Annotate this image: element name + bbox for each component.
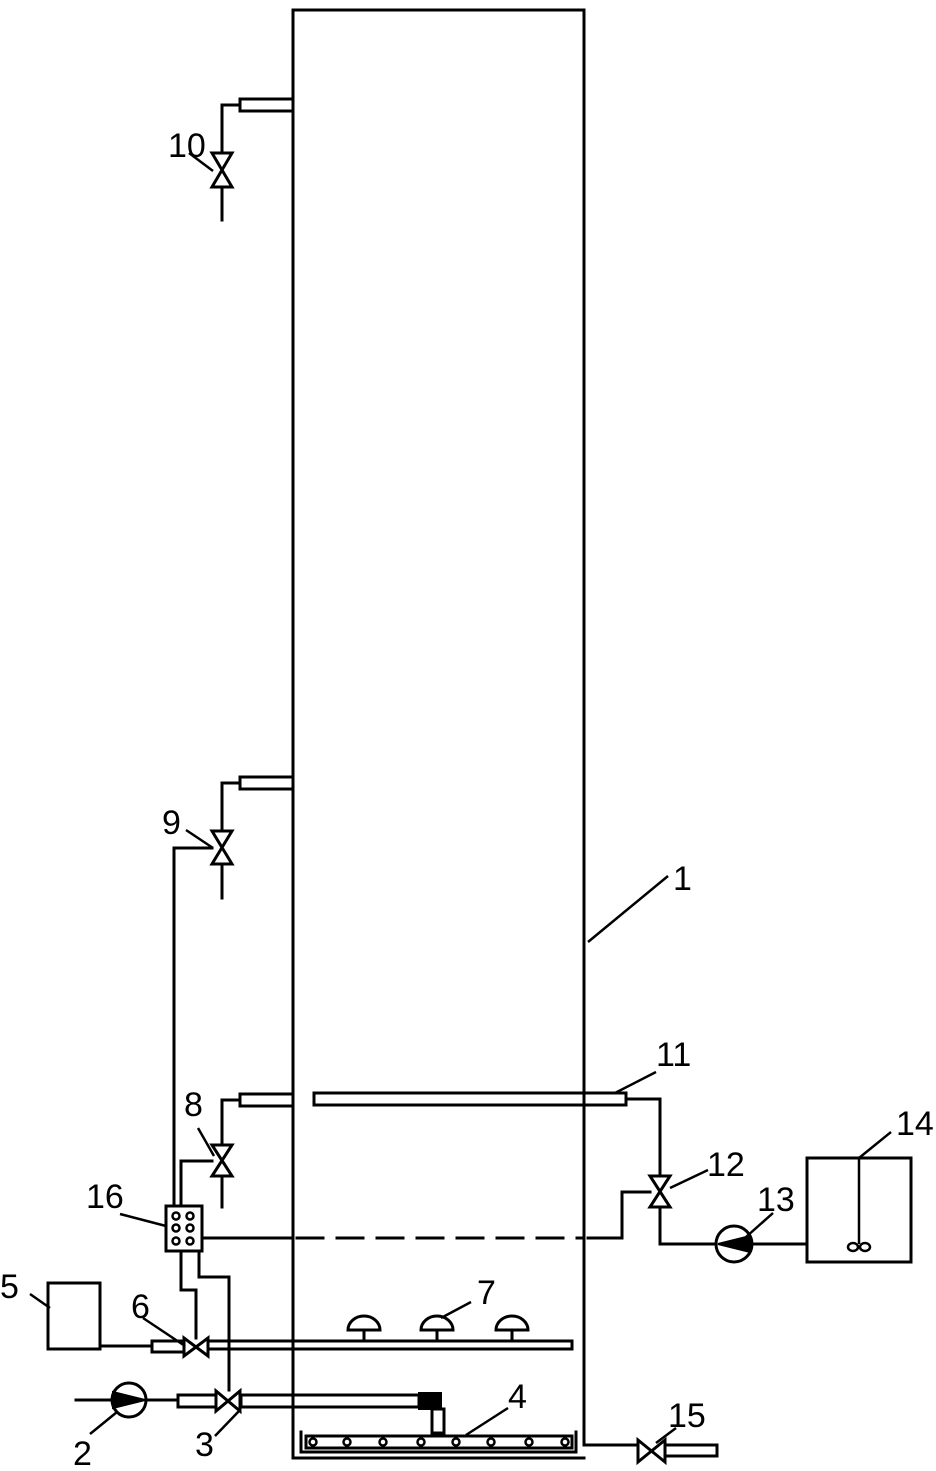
label-1: 1 (673, 860, 692, 898)
label-8: 8 (184, 1086, 203, 1124)
valve-9 (209, 829, 235, 866)
outlet-top (220, 97, 295, 222)
signal-line-12 (620, 1190, 652, 1239)
label-15: 15 (668, 1397, 706, 1435)
label-9: 9 (162, 804, 181, 842)
pump-2 (110, 1381, 148, 1419)
inlet-pipe-3 (176, 1392, 446, 1435)
controller-16 (164, 1204, 204, 1253)
label-6: 6 (131, 1288, 150, 1326)
label-12: 12 (707, 1146, 745, 1184)
label-14: 14 (896, 1105, 934, 1143)
feed-pipe-11 (312, 1091, 662, 1177)
signal-line-6 (179, 1249, 198, 1340)
outlet-middle (220, 775, 295, 900)
leader-lines (29, 152, 892, 1444)
label-3: 3 (195, 1426, 214, 1464)
valve-8 (209, 1143, 235, 1178)
valve-10 (209, 151, 235, 189)
distributor-7 (150, 1314, 574, 1354)
label-13: 13 (757, 1181, 795, 1219)
label-7: 7 (477, 1274, 496, 1312)
label-10: 10 (168, 127, 206, 165)
column-1 (291, 8, 586, 1460)
label-5: 5 (0, 1268, 19, 1306)
label-11: 11 (656, 1036, 691, 1074)
signal-line-3 (197, 1249, 231, 1392)
drain-15 (582, 1436, 719, 1466)
signal-line-8 (179, 1159, 214, 1207)
tank-14 (805, 1156, 913, 1264)
label-2: 2 (73, 1435, 92, 1471)
outlet-lower (220, 1092, 295, 1209)
valve-12 (647, 1174, 673, 1209)
distributor-4 (304, 1434, 574, 1450)
valve-3 (214, 1387, 242, 1415)
pipe-12-13 (658, 1206, 718, 1246)
labels: 10 9 8 1 11 12 13 14 16 5 6 7 4 15 2 3 (0, 127, 934, 1471)
valve-6 (182, 1335, 210, 1359)
pump-13 (714, 1224, 754, 1264)
unit-5 (46, 1281, 154, 1351)
label-4: 4 (508, 1378, 527, 1416)
label-16: 16 (86, 1178, 124, 1216)
signal-line-9 (172, 846, 214, 1207)
